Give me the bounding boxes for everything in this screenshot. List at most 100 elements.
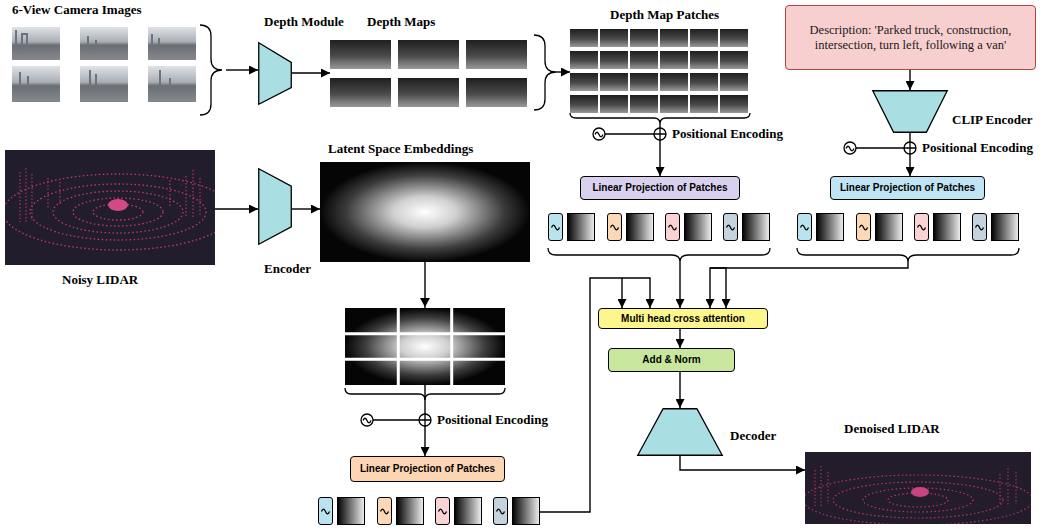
camera-photos: [148, 27, 196, 60]
token-strip: [513, 498, 540, 525]
node-heading: Encoder: [264, 261, 311, 277]
trapezoid-outline: [259, 169, 292, 245]
depth-patch-grid: [630, 29, 658, 47]
curly-bracket: [570, 113, 750, 124]
depth-patch-grid: [690, 51, 718, 69]
node-heading: Decoder: [730, 428, 776, 444]
noisy-lidar-scan: [53, 191, 183, 233]
arrow-connector: [710, 262, 908, 308]
token-strip: [666, 214, 680, 241]
depth-patch-grid: [720, 95, 748, 113]
token-strip: [973, 214, 987, 241]
curly-bracket: [200, 25, 1019, 400]
latent-patch-grid: [345, 298, 505, 385]
camera-images: 6-View Camera Images: [10, 25, 226, 115]
denoised-lidar-scan: [911, 487, 929, 497]
positional-encoding-symbol: [846, 146, 854, 151]
token-strip: [934, 214, 961, 241]
token-strip: [319, 498, 333, 525]
token-strip: [915, 214, 929, 241]
latent-patch-grid: [345, 308, 505, 385]
node-heading: CLIP Encoder: [952, 112, 1033, 128]
clip-encoder: CLIP Encoder: [872, 90, 948, 133]
depth-patch-grid: [660, 95, 688, 113]
linear-projection-box: Linear Projection of Patches: [580, 176, 740, 200]
depth-patch-grid: [570, 73, 598, 91]
token-strip: [378, 498, 392, 525]
branch-arrow: [710, 268, 726, 308]
curly-bracket: [200, 25, 222, 115]
arrow-connector: [215, 208, 258, 209]
linear-projection: Linear Projection of Patches: [548, 176, 770, 262]
latent-embedding-image: [320, 162, 530, 262]
linear-projection: Linear Projection of Patches: [797, 176, 1019, 262]
annotation-label: Positional Encoding: [922, 140, 1033, 156]
trapezoid-outline: [638, 409, 723, 456]
linear-projection: Linear Projection of Patches: [318, 456, 540, 526]
branch-arrow: [622, 268, 726, 308]
add-norm-box: Add & Norm: [608, 348, 735, 372]
latent-patch-grid: [420, 298, 430, 307]
node-heading: Noisy LIDAR: [62, 272, 138, 288]
depth-patch-grid: [600, 95, 628, 113]
depth-patch-grid: [690, 95, 718, 113]
depth-patch-grid: [690, 73, 718, 91]
noisy-lidar-scan: [5, 150, 215, 265]
depth-patch-grid: [600, 73, 628, 91]
depth-patch-grid: [720, 29, 748, 47]
arrow-connector: [292, 208, 320, 209]
token-strip: [743, 214, 770, 241]
token-strip: [685, 214, 712, 241]
depth-patch-grid: [570, 29, 748, 113]
encoder: Encoder: [258, 168, 292, 245]
depth-patch-grid: [570, 29, 598, 47]
noisy-lidar: Noisy LIDAR: [5, 150, 215, 265]
denoised-lidar-scan: [815, 466, 1016, 506]
camera-photos: [12, 27, 60, 60]
node-heading: 6-View Camera Images: [12, 2, 141, 18]
noisy-lidar-scan: [20, 168, 200, 222]
box-label: Linear Projection of Patches: [592, 182, 727, 194]
arrow-connector: [226, 69, 258, 70]
arrow-connector: [292, 72, 330, 73]
positional-encoding-symbol: [363, 418, 371, 423]
clip-encoder-shape: [872, 90, 948, 133]
depth-map-images: [466, 40, 527, 69]
arrow-connector: [556, 71, 570, 72]
noisy-lidar-scan: [5, 174, 215, 250]
denoised-lidar-scan: [833, 482, 1003, 518]
arrow-connector: [679, 372, 680, 408]
token-strip: [857, 214, 871, 241]
token-strip: [608, 214, 622, 241]
latent-patch-grid: [345, 308, 505, 385]
noisy-lidar-scan: [30, 184, 206, 240]
depth-map-images: [330, 40, 391, 69]
box-label: Multi head cross attention: [621, 313, 745, 325]
node-heading: Depth Maps: [367, 14, 435, 30]
annotation-label: Positional Encoding: [672, 126, 783, 142]
curly-bracket: [797, 248, 1019, 262]
depth-patch-grid: [630, 51, 658, 69]
trapezoid-outline: [873, 91, 948, 133]
description-box: Description: 'Parked truck, construction…: [785, 5, 1036, 70]
arrow-connector: [679, 329, 680, 348]
denoised-lidar-scan: [805, 475, 1031, 524]
noisy-lidar-scan: [5, 174, 215, 250]
curly-bracket: [548, 248, 770, 262]
node-heading: Latent Space Embeddings: [328, 141, 473, 157]
positional-encoding-symbol: [654, 128, 666, 140]
token-strip: [494, 498, 508, 525]
token-strip: [436, 498, 450, 525]
token-strip: [876, 214, 903, 241]
token-strip: [992, 214, 1019, 241]
noisy-lidar-scan: [108, 199, 128, 211]
latent-embeddings: Latent Space Embeddings: [320, 162, 530, 262]
node-heading: Denoised LIDAR: [844, 421, 940, 437]
depth-patch-grid: [660, 51, 688, 69]
token-strip: [397, 498, 424, 525]
depth-patch-grid: [630, 95, 658, 113]
token-strip: [338, 498, 365, 525]
depth-patch-grid: [570, 95, 598, 113]
denoised-lidar-scan: [805, 452, 1031, 524]
